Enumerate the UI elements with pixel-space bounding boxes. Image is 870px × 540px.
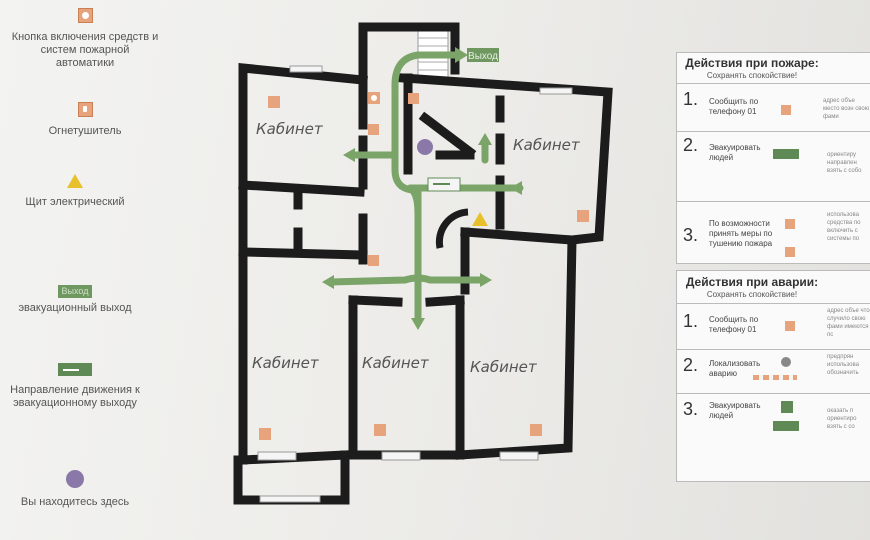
panel-subtitle: Сохранять спокойствие! [706,71,798,80]
step-number: 3. [683,399,699,419]
warning-icon [67,174,83,188]
room-label: Кабинет [256,120,324,138]
exit-label: Выход [468,51,498,62]
direction-icon [773,421,799,431]
extinguisher-icon [368,124,379,135]
step-note: адрес объе место возн свою фами [823,98,870,120]
fire-actions-panel: Действия при пожаре: Сохранять спокойств… [676,52,870,264]
evacuation-route [326,51,524,324]
room-label: Кабинет [252,354,320,372]
legend-item-extinguisher: Огнетушитель [10,102,160,138]
you-are-here-icon [66,470,84,488]
room-label: Кабинет [362,354,430,372]
legend-text: эвакуационный выход [18,302,132,314]
legend-item-fire-button: Кнопка включения средств и систем пожарн… [10,8,160,70]
fire-button-icon [77,8,93,23]
panel-title: Действия при аварии: [685,275,819,289]
step-text: Сообщить по телефону 01 [709,97,759,116]
direction-icon [773,149,799,159]
step-number: 1. [683,311,699,331]
warning-icon [472,212,488,226]
step-note: ориентиру направлен взять с собо [827,152,862,174]
route-arrows [322,47,522,330]
first-aid-icon [781,401,793,413]
step-text: Локализовать аварию [709,359,761,378]
step-note: предпрян использова обозначить [827,354,859,376]
extinguisher-icon [77,102,93,117]
step-number: 1. [683,89,699,109]
step-number: 2. [683,135,699,155]
accident-actions-panel: Действия при аварии: Сохранять спокойств… [676,270,870,482]
direction-sign [427,177,461,192]
fire-button-icon [785,247,795,257]
step-number: 2. [683,355,699,375]
step-text: Эвакуировать людей [709,401,761,420]
room-label: Кабинет [513,136,581,154]
legend-item-exit: Выход эвакуационный выход [10,285,140,315]
step-text: Эвакуировать людей [709,143,761,162]
extinguisher-icon [408,93,419,104]
phone-icon [259,428,271,440]
phone-icon [374,424,386,436]
walls [233,22,613,505]
panel-subtitle: Сохранять спокойствие! [706,290,798,299]
step-note: оказать п ориентиро взять с со [827,408,857,430]
legend-item-you-are-here: Вы находитесь здесь [10,470,140,509]
barrier-tape-icon [753,375,797,380]
legend-item-electric-panel: Щит электрический [10,174,140,209]
legend-text: Направление движения к эвакуационному вы… [10,384,140,409]
legend-text: Щит электрический [25,196,125,208]
extinguisher-icon [368,255,379,266]
exit-sign: Выход [467,48,499,62]
you-are-here-marker [417,139,433,155]
phone-icon [781,105,791,115]
step-note: использова средства по включить с систем… [827,212,861,242]
room-label: Кабинет [470,358,538,376]
phone-icon [785,321,795,331]
valve-icon [781,357,791,367]
step-text: Сообщить по телефону 01 [709,315,759,334]
phone-icon [530,424,542,436]
step-text: По возможности принять меры по тушению п… [709,219,773,248]
windows [257,65,573,503]
phone-icon [577,210,589,222]
step-note: адрес объе что случило свою фами имеются… [827,308,870,338]
phone-icon [268,96,280,108]
legend-text: Вы находитесь здесь [20,496,130,508]
equipment-icons [259,92,589,440]
exit-sign-icon: Выход [58,285,92,298]
extinguisher-icon [785,219,795,229]
legend-text: Кнопка включения средств и систем пожарн… [11,31,159,69]
door-arc [435,208,469,249]
panel-title: Действия при пожаре: [685,56,819,70]
direction-icon [58,363,92,376]
legend-item-direction: Направление движения к эвакуационному вы… [10,363,140,410]
step-number: 3. [683,225,699,245]
legend-text: Огнетушитель [48,125,122,137]
